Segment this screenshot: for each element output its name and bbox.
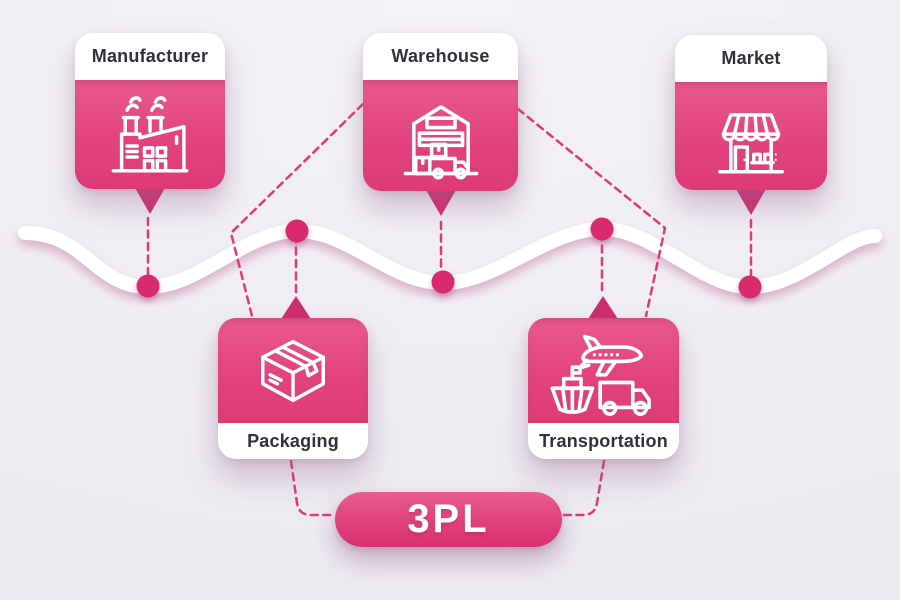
timeline-dot (738, 275, 762, 299)
packaging-label: Packaging (218, 423, 368, 459)
packaging-card: Packaging (218, 318, 368, 459)
connector-packaging-3pl (289, 459, 335, 517)
warehouse-icon (403, 104, 478, 179)
manufacturer-card: Manufacturer (75, 33, 225, 189)
manufacturer-label: Manufacturer (75, 33, 225, 80)
plane-ship-truck-icon (549, 334, 651, 416)
3pl-badge-label: 3PL (407, 497, 490, 541)
warehouse-pointer (426, 190, 456, 216)
transportation-pointer (588, 296, 618, 319)
market-card: Market (675, 35, 827, 190)
connector-transportation-3pl (561, 459, 606, 517)
timeline-dot (431, 270, 455, 294)
transportation-card: Transportation (528, 318, 679, 459)
market-label: Market (675, 35, 827, 82)
storefront-icon (718, 113, 784, 174)
manufacturer-pointer (135, 188, 165, 214)
timeline-dot (590, 217, 614, 241)
warehouse-card: Warehouse (363, 33, 518, 191)
packaging-pointer (281, 296, 311, 319)
timeline-dot (285, 219, 309, 243)
factory-icon (111, 95, 189, 172)
timeline-dot (136, 274, 160, 298)
market-pointer (736, 189, 766, 215)
package-box-icon (261, 339, 325, 402)
timeline-dots (136, 217, 762, 299)
3pl-badge: 3PL (335, 492, 562, 547)
warehouse-label: Warehouse (363, 33, 518, 80)
connector-warehouse-packaging (229, 102, 365, 318)
dashed-connectors (146, 102, 753, 517)
connector-warehouse-transportation (516, 107, 667, 318)
transportation-label: Transportation (528, 423, 679, 459)
